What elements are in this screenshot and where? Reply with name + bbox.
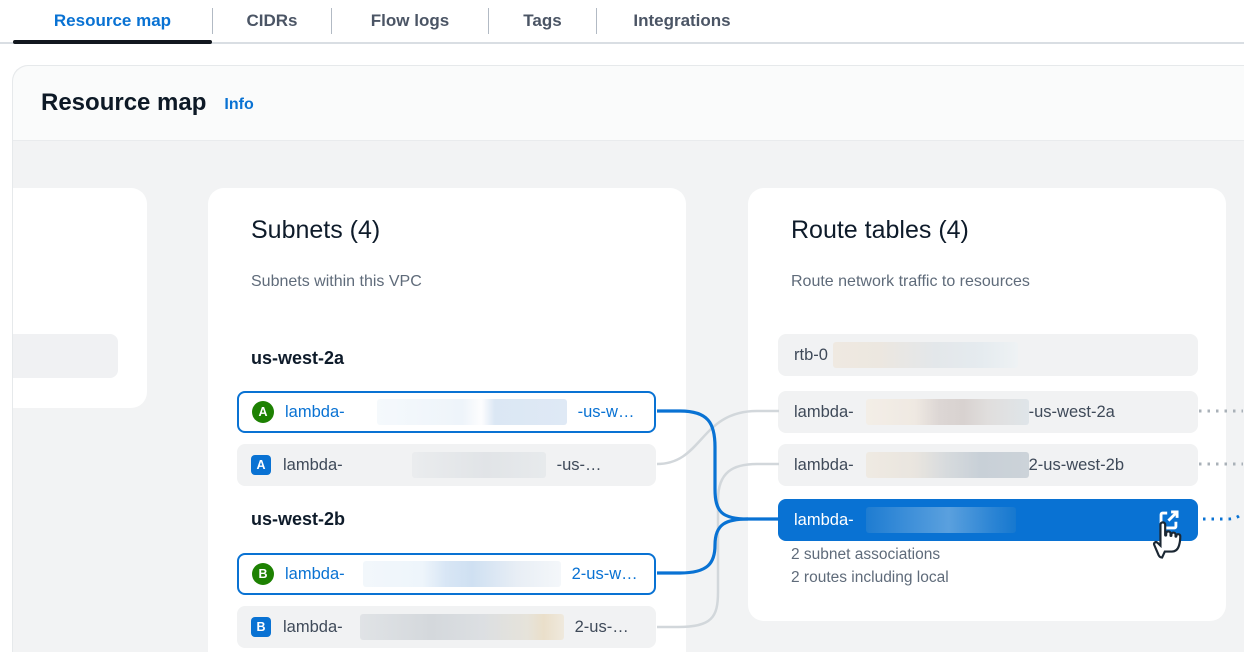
redacted-text — [359, 614, 564, 640]
redacted-text — [865, 399, 1029, 425]
panel-header: Resource map Info — [13, 66, 1244, 141]
resource-map-canvas: Subnets (4) Subnets within this VPC us-w… — [13, 141, 1244, 652]
info-link[interactable]: Info — [224, 95, 254, 113]
tab-divider — [488, 8, 489, 34]
subnet-item[interactable]: A lambda- -us-w… — [237, 391, 656, 433]
page-title: Resource map — [41, 89, 207, 116]
tab-flow-logs[interactable]: Flow logs — [332, 0, 488, 42]
route-table-name-prefix: rtb-0 — [794, 345, 828, 364]
route-table-item-selected[interactable]: lambda- — [778, 499, 1198, 541]
route-table-name-prefix: lambda- — [794, 510, 854, 529]
subnets-card-subtitle: Subnets within this VPC — [251, 273, 422, 290]
subnets-card: Subnets (4) Subnets within this VPC us-w… — [208, 188, 686, 652]
subnet-badge: B — [251, 617, 271, 637]
resource-map-panel: Resource map Info Subnets (4) Subnets wi… — [12, 65, 1244, 652]
tab-label: Tags — [523, 11, 562, 30]
redacted-text — [832, 342, 1018, 368]
subnet-name-prefix: lambda- — [285, 564, 345, 583]
route-table-name-suffix: 2-us-west-2b — [1028, 455, 1124, 474]
vpc-resource-row[interactable] — [13, 334, 118, 378]
route-table-item[interactable]: lambda- -us-west-2a — [778, 391, 1198, 433]
route-table-name-suffix: -us-west-2a — [1028, 402, 1115, 421]
az-group-label-us-west-2a: us-west-2a — [251, 348, 345, 368]
tab-label: CIDRs — [246, 11, 298, 30]
route-table-details: 2 subnet associations 2 routes including… — [791, 543, 949, 589]
subnet-name-suffix: 2-us-… — [574, 617, 629, 636]
route-tables-card-subtitle: Route network traffic to resources — [791, 273, 1030, 290]
redacted-text — [411, 452, 546, 478]
external-link-icon[interactable] — [1156, 507, 1182, 533]
redacted-text — [362, 561, 561, 587]
route-tables-card-title: Route tables (4) — [791, 216, 969, 244]
subnet-name-prefix: lambda- — [283, 617, 343, 636]
subnet-name-suffix: 2-us-w… — [571, 564, 638, 583]
subnet-badge: A — [251, 455, 271, 475]
subnet-name-prefix: lambda- — [285, 402, 345, 421]
tab-label: Integrations — [633, 11, 731, 30]
tab-integrations[interactable]: Integrations — [597, 0, 767, 42]
tab-bar: Resource map CIDRs Flow logs Tags Integr… — [0, 0, 1244, 44]
tab-cidrs[interactable]: CIDRs — [213, 0, 331, 42]
tab-resource-map[interactable]: Resource map — [13, 0, 212, 44]
routes-count-text: 2 routes including local — [791, 569, 949, 586]
subnet-name-prefix: lambda- — [283, 455, 343, 474]
subnet-item[interactable]: B lambda- 2-us-… — [237, 606, 656, 648]
subnet-item[interactable]: B lambda- 2-us-w… — [237, 553, 656, 595]
route-tables-card: Route tables (4) Route network traffic t… — [748, 188, 1226, 621]
route-table-item[interactable]: rtb-0 — [778, 334, 1198, 376]
tab-label: Flow logs — [370, 11, 450, 30]
route-table-name-prefix: lambda- — [794, 402, 854, 421]
redacted-text — [376, 399, 567, 425]
tab-divider — [596, 8, 597, 34]
subnet-associations-text: 2 subnet associations — [791, 546, 941, 563]
az-group-label-us-west-2b: us-west-2b — [251, 509, 346, 529]
tab-tags[interactable]: Tags — [489, 0, 596, 42]
route-table-name-prefix: lambda- — [794, 455, 854, 474]
redacted-text — [865, 507, 1016, 533]
tab-divider — [212, 8, 213, 34]
route-table-item[interactable]: lambda- 2-us-west-2b — [778, 444, 1198, 486]
subnets-card-title: Subnets (4) — [251, 216, 381, 244]
redacted-text — [865, 452, 1029, 478]
subnet-name-suffix: -us-… — [556, 455, 602, 474]
vpc-card-partial — [13, 188, 147, 408]
availability-zone-badge: A — [252, 401, 274, 423]
tab-divider — [331, 8, 332, 34]
subnet-item[interactable]: A lambda- -us-… — [237, 444, 656, 486]
availability-zone-badge: B — [252, 563, 274, 585]
subnet-name-suffix: -us-w… — [577, 402, 635, 421]
tab-label: Resource map — [53, 11, 172, 30]
